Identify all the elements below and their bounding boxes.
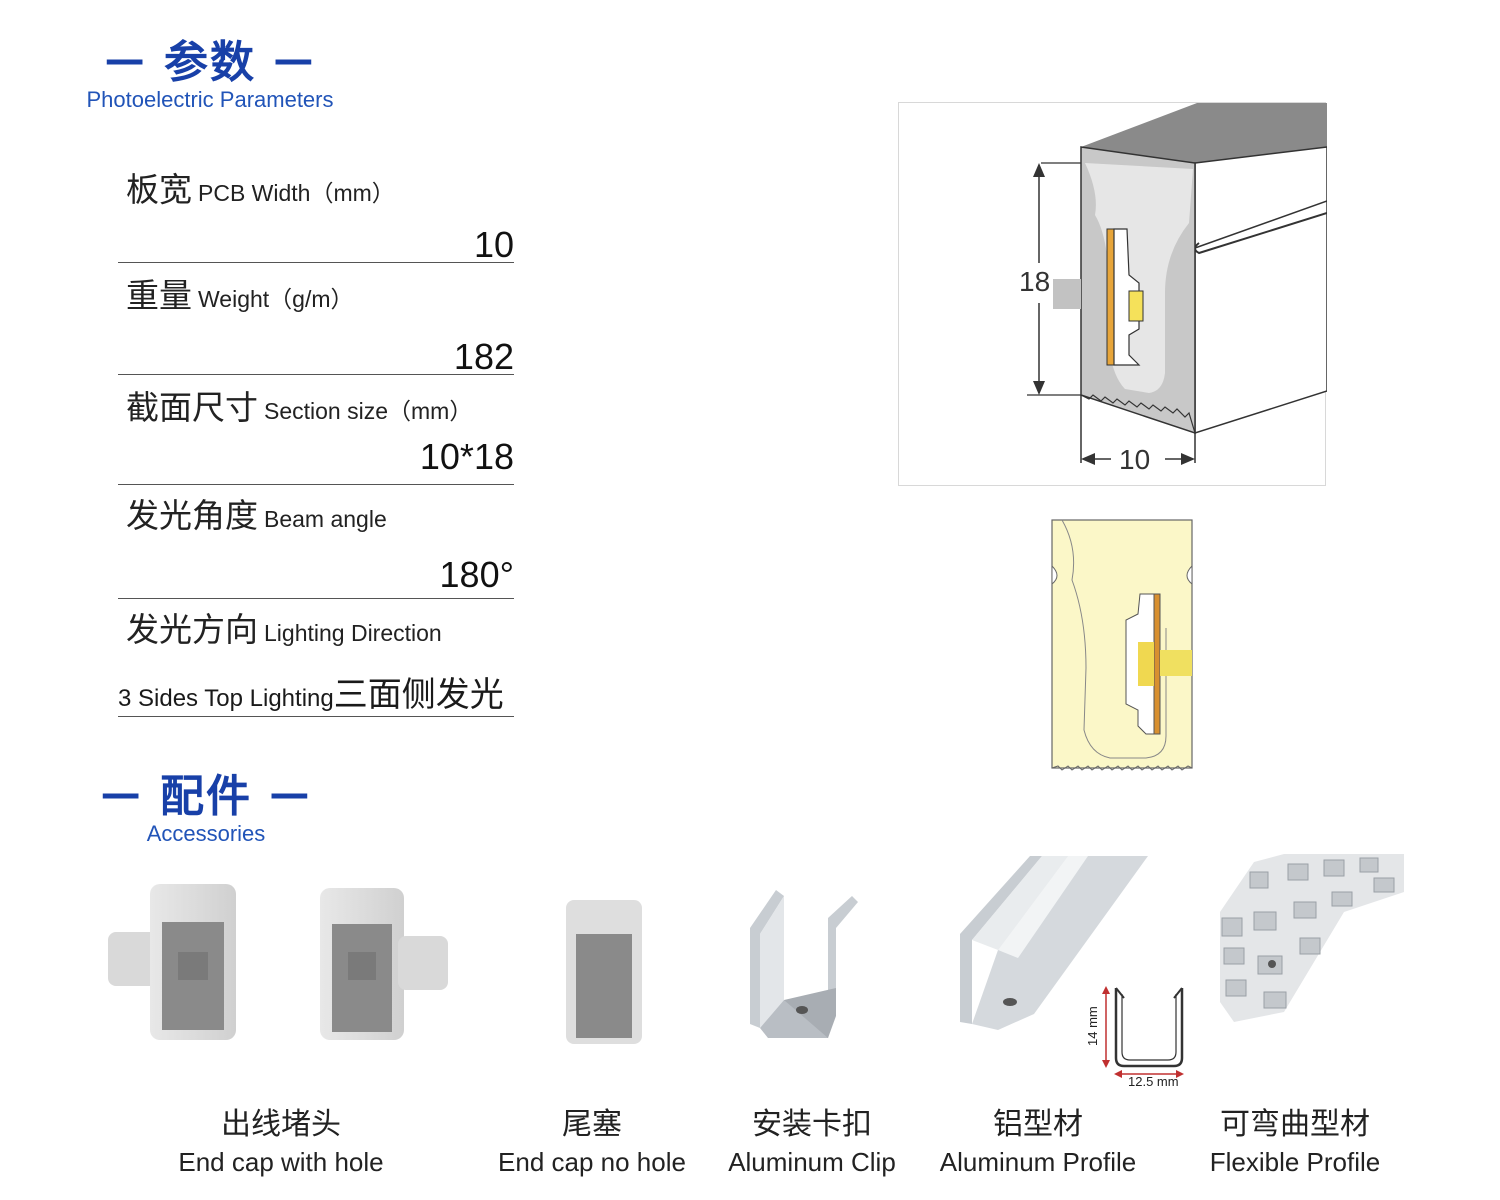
param-label-cn: 发光方向	[126, 610, 258, 649]
params-header-en: Photoelectric Parameters	[86, 87, 334, 112]
param-label-en: Section size（mm）	[264, 398, 473, 424]
end-cap-with-hole-image	[108, 882, 452, 1050]
param-value: 182	[453, 336, 514, 377]
param-value-cn: 三面侧发光	[333, 675, 504, 715]
dimension-diagram: 18 10	[898, 102, 1328, 486]
param-label-en: Weight（g/m）	[198, 286, 354, 312]
profile-width-label: 12.5 mm	[1128, 1074, 1179, 1089]
param-label-en: Lighting Direction	[264, 620, 442, 646]
cross-section-diagram	[1050, 518, 1196, 774]
end-cap-no-hole-image	[564, 898, 644, 1046]
neon-strip-3d-illustration: 18 10	[1019, 103, 1328, 475]
accessory-3-name-en: Aluminum Clip	[728, 1147, 896, 1177]
param-value: 180°	[439, 554, 514, 595]
profile-dimension-drawing: 14 mm 12.5 mm	[1084, 980, 1196, 1090]
param-value: 10	[473, 224, 514, 265]
aluminum-clip-image	[748, 888, 860, 1046]
params-section-header: — 参数 — Photoelectric Parameters	[70, 36, 350, 113]
accessory-3-name-cn: 安装卡扣	[752, 1107, 872, 1142]
accessories-section-header: — 配件 — Accessories	[100, 770, 312, 847]
accessory-1-name-en: End cap with hole	[178, 1147, 384, 1177]
accessory-2-name-cn: 尾塞	[562, 1107, 622, 1142]
accessory-5-name-en: Flexible Profile	[1209, 1147, 1381, 1177]
param-label-cn: 发光角度	[126, 496, 258, 535]
param-label-en: PCB Width（mm）	[198, 180, 395, 206]
param-value-en: 3 Sides Top Lighting	[118, 685, 334, 712]
param-label-cn: 重量	[126, 276, 192, 315]
param-value: 3 Sides Top Lighting三面侧发光	[118, 667, 514, 716]
profile-height-label: 14 mm	[1085, 1006, 1100, 1046]
accessory-2-name-en: End cap no hole	[498, 1147, 686, 1177]
height-dimension-label: 18	[1019, 266, 1050, 297]
accessory-1-name-cn: 出线堵头	[221, 1107, 341, 1142]
param-label-cn: 截面尺寸	[126, 388, 258, 427]
accessory-4-name-cn: 铝型材	[993, 1107, 1083, 1142]
width-dimension-label: 10	[1119, 444, 1150, 475]
param-label-cn: 板宽	[126, 170, 192, 209]
accessories-header-cn: — 配件 —	[100, 771, 312, 822]
aluminum-profile-image	[958, 854, 1150, 1032]
glowing-cross-section-illustration	[1051, 519, 1193, 771]
accessories-header-en: Accessories	[146, 821, 266, 846]
param-value: 10*18	[419, 436, 514, 477]
param-label-en: Beam angle	[264, 506, 387, 532]
accessory-4-name-en: Aluminum Profile	[939, 1147, 1137, 1177]
params-header-cn: — 参数 —	[104, 37, 316, 88]
accessory-5-name-cn: 可弯曲型材	[1220, 1107, 1370, 1142]
flexible-profile-image	[1214, 852, 1404, 1028]
